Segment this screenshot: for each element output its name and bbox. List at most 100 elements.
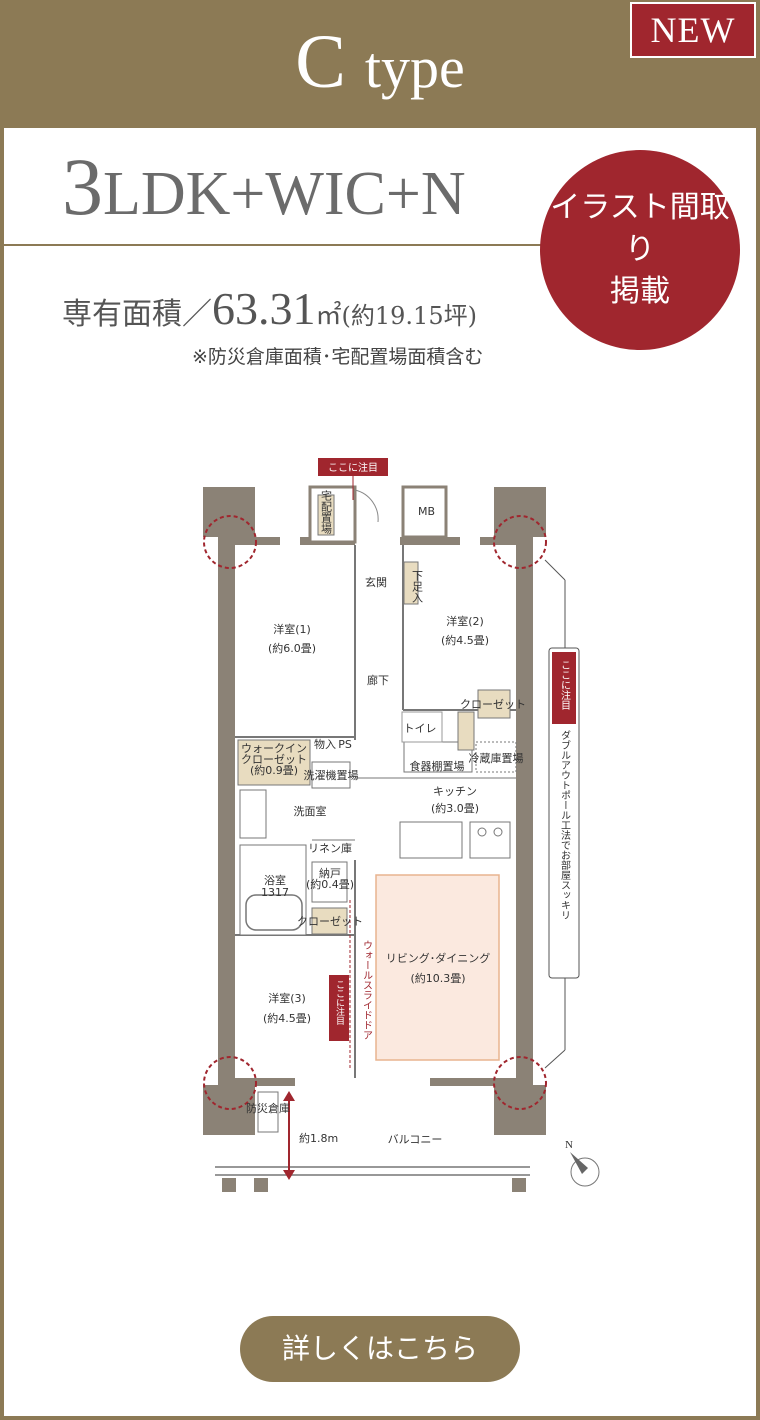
room-balcony: バルコニー bbox=[388, 1133, 443, 1146]
plan-divider bbox=[0, 244, 560, 246]
storage-label: 物入 bbox=[314, 737, 336, 751]
pillar-nw bbox=[203, 487, 255, 537]
room-kitchen: キッチン bbox=[433, 785, 477, 798]
wall-north-c bbox=[400, 537, 460, 545]
room-western1: 洋室(1) bbox=[273, 622, 311, 636]
bathtub bbox=[245, 894, 303, 931]
walkin-line1: ウォークイン bbox=[241, 742, 307, 755]
floor-plan: MB ここに注目 bbox=[203, 458, 600, 1192]
shoe-label: 下足入 bbox=[411, 570, 424, 603]
mb-box bbox=[401, 485, 448, 539]
closet-3 bbox=[311, 907, 348, 935]
badge-line1: イラスト間取り bbox=[550, 190, 730, 267]
wash-basin bbox=[239, 789, 267, 839]
closet-3-label: クローゼット bbox=[297, 915, 363, 928]
delivery-shelf bbox=[317, 494, 335, 536]
burner-2 bbox=[493, 827, 503, 837]
room-living-size: (約10.3畳) bbox=[410, 971, 465, 985]
balcony-post-1 bbox=[222, 1178, 236, 1192]
fridge-label: 冷蔵庫置場 bbox=[469, 751, 524, 765]
callout-door: ここに注目 bbox=[334, 980, 345, 1025]
shoe-box bbox=[403, 561, 419, 605]
stove bbox=[469, 821, 511, 859]
pole-circle-sw bbox=[203, 1056, 257, 1110]
laundry-label: 洗濯機置場 bbox=[304, 768, 359, 782]
wall-slide-label: ウォールスライドドア bbox=[361, 940, 373, 1040]
pole-bracket-bottom bbox=[544, 1049, 566, 1069]
callout-side: ここに注目 bbox=[559, 660, 571, 710]
room-hallway: 廊下 bbox=[367, 673, 389, 687]
illustration-badge: イラスト間取り 掲載 bbox=[540, 150, 740, 350]
pole-circle-ne bbox=[493, 515, 547, 569]
pole-circle-nw bbox=[203, 515, 257, 569]
compass-ring bbox=[570, 1157, 600, 1187]
pillar-se bbox=[494, 1085, 546, 1135]
burner-1 bbox=[477, 827, 487, 837]
room-toilet: トイレ bbox=[404, 722, 437, 735]
nando-size: (約0.4畳) bbox=[306, 877, 354, 891]
mb-label: MB bbox=[418, 505, 435, 518]
callout-side-box bbox=[552, 652, 576, 724]
area-unit: ㎡ bbox=[315, 301, 342, 331]
balcony-post-3 bbox=[512, 1178, 526, 1192]
wall-east bbox=[516, 537, 533, 1085]
walkin-size: (約0.9畳) bbox=[250, 763, 298, 777]
room-western3: 洋室(3) bbox=[268, 991, 306, 1005]
pole-bracket-box bbox=[548, 647, 580, 979]
wall-west bbox=[218, 537, 235, 1085]
sink bbox=[399, 821, 463, 859]
room-bathroom: 浴室 bbox=[264, 873, 286, 887]
pillar-sw bbox=[203, 1085, 255, 1135]
disaster-label: 防災倉庫 bbox=[246, 1101, 290, 1115]
wall-north-d bbox=[480, 537, 516, 545]
area-line: 専有面積／63.31㎡(約19.15坪) bbox=[62, 282, 477, 335]
type-title: C type bbox=[0, 14, 760, 116]
wall-south-b bbox=[430, 1078, 516, 1086]
wall-south-a bbox=[235, 1078, 295, 1086]
badge-line2: 掲載 bbox=[610, 274, 670, 309]
ps-label: PS bbox=[338, 738, 352, 751]
walkin-closet bbox=[237, 739, 311, 786]
details-button[interactable]: 詳しくはこちら bbox=[240, 1316, 520, 1382]
nando-box bbox=[311, 861, 348, 903]
type-word: type bbox=[364, 35, 465, 100]
compass-needle bbox=[570, 1152, 588, 1174]
dual-pole-label: ダブルアウトポール工法でお部屋スッキリ bbox=[559, 730, 571, 920]
closet-2 bbox=[477, 689, 511, 719]
toilet-fixture bbox=[401, 711, 443, 743]
pole-bracket-top bbox=[544, 559, 566, 581]
depth-label: 約1.8m bbox=[299, 1131, 338, 1145]
compass-n: N bbox=[565, 1139, 573, 1151]
callout-top: ここに注目 bbox=[328, 461, 378, 474]
area-label: 専有面積／ bbox=[62, 297, 212, 332]
entry-door-swing bbox=[354, 489, 379, 523]
new-badge: NEW bbox=[630, 2, 756, 58]
area-note: ※防災倉庫面積･宅配置場面積含む bbox=[192, 346, 484, 368]
plan-name: 3LDK+WIC+N bbox=[62, 142, 466, 239]
balcony-post-2 bbox=[254, 1178, 268, 1192]
nando-label: 納戸 bbox=[319, 867, 341, 880]
room-western3-size: (約4.5畳) bbox=[263, 1011, 311, 1025]
wall-north-a bbox=[235, 537, 280, 545]
pantry-label: 食器棚置場 bbox=[410, 759, 465, 773]
room-bathroom-size: 1317 bbox=[261, 886, 289, 899]
room-washroom: 洗面室 bbox=[294, 804, 327, 818]
callout-door-box bbox=[329, 975, 349, 1041]
fridge-place bbox=[475, 741, 517, 773]
depth-arrow-head-top bbox=[283, 1091, 295, 1101]
area-value: 63.31 bbox=[212, 283, 316, 334]
delivery-label: 宅配置場 bbox=[320, 489, 333, 535]
type-letter: C bbox=[295, 20, 346, 104]
depth-arrow-head-bottom bbox=[283, 1170, 295, 1180]
room-entrance: 玄関 bbox=[365, 575, 387, 589]
area-tsubo: (約19.15坪) bbox=[341, 302, 477, 330]
walkin-line2: クローゼット bbox=[241, 753, 307, 766]
plan-suffix: LDK+WIC+N bbox=[103, 160, 466, 228]
laundry-place bbox=[311, 761, 351, 789]
disaster-storage bbox=[257, 1091, 279, 1133]
room-western1-size: (約6.0畳) bbox=[268, 641, 316, 655]
room-living: リビング･ダイニング bbox=[386, 951, 491, 965]
pole-circle-se bbox=[493, 1056, 547, 1110]
pillar-ne bbox=[494, 487, 546, 537]
closet-2-label: クローゼット bbox=[460, 698, 526, 711]
